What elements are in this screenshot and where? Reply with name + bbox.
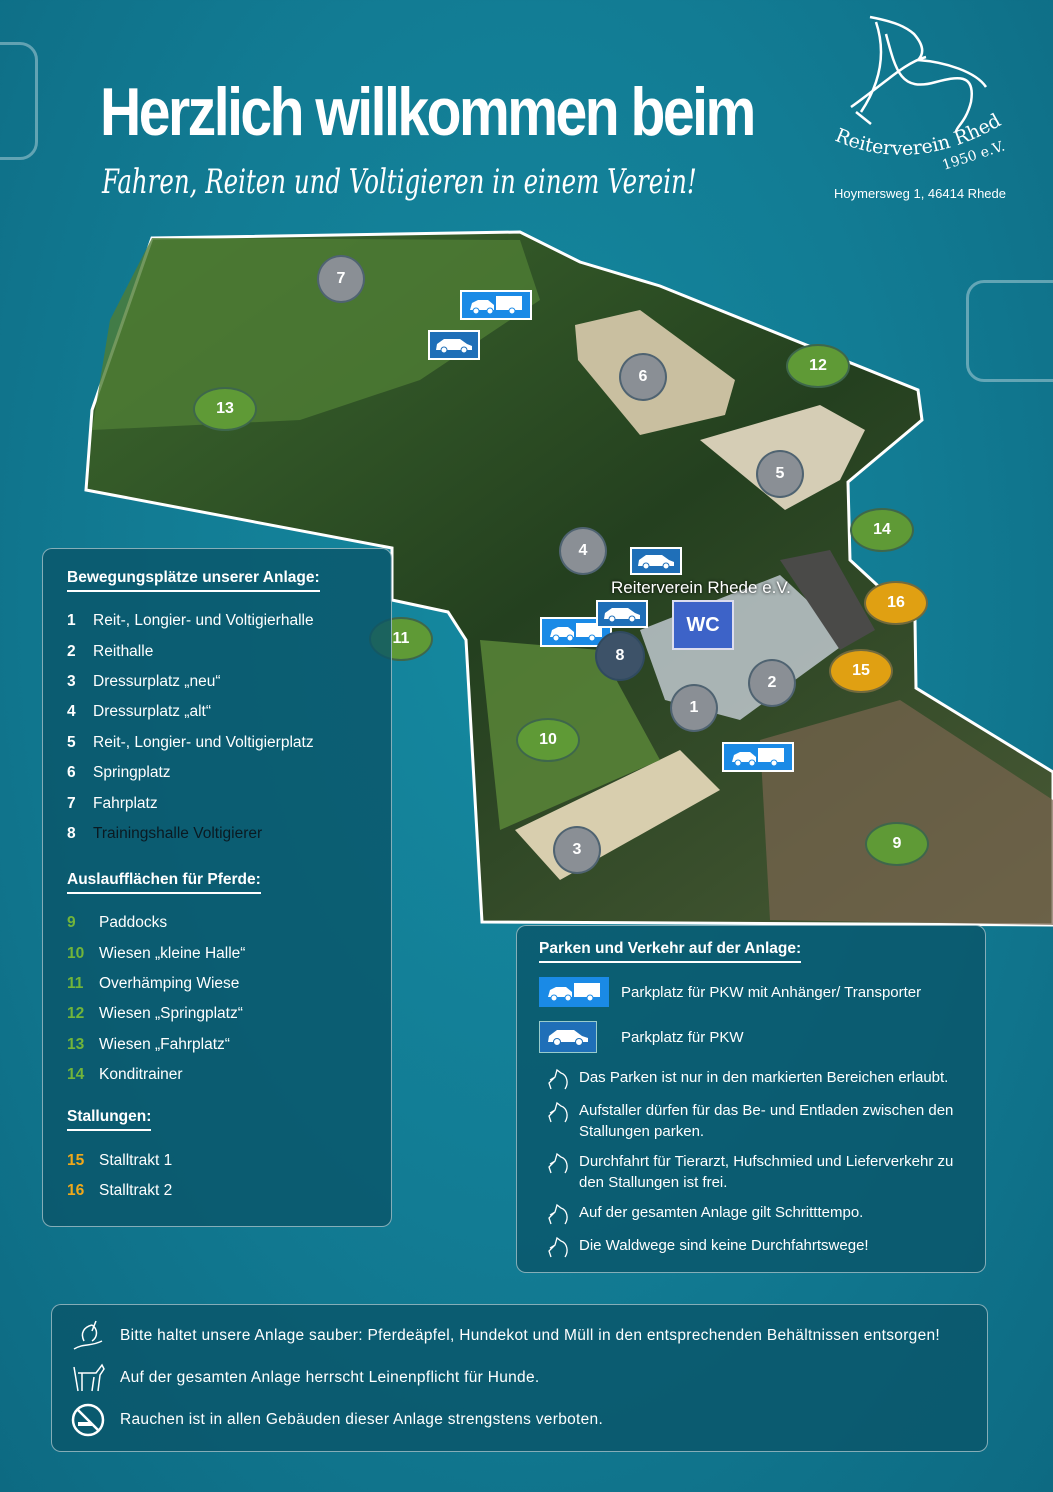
car-trailer-icon: [539, 977, 609, 1007]
parking-rules: Das Parken ist nur in den markierten Ber…: [539, 1067, 963, 1259]
trailer-parking-marker: [722, 742, 794, 772]
rule-item: Das Parken ist nur in den markierten Ber…: [545, 1067, 963, 1091]
notice-item: Auf der gesamten Anlage herrscht Leinenp…: [70, 1357, 969, 1399]
car-icon: [436, 339, 472, 354]
trailer-parking-marker: [460, 290, 532, 320]
club-logo: Reiterverein Rhede 1950 e.V.: [826, 12, 1007, 174]
map-marker-14: 14: [850, 508, 914, 552]
map-marker-15: 15: [829, 649, 893, 693]
car-parking-marker: [596, 600, 648, 628]
club-address: Hoymersweg 1, 46414 Rhede: [834, 186, 1006, 201]
legend-trailer: Parkplatz für PKW mit Anhänger/ Transpor…: [539, 977, 963, 1007]
page-subtitle: Fahren, Reiten und Voltigieren in einem …: [102, 162, 697, 202]
site-label: Reiterverein Rhede e.V.: [611, 578, 791, 597]
map-marker-1: 1: [670, 684, 718, 732]
notices-panel: Bitte haltet unsere Anlage sauber: Pferd…: [51, 1304, 988, 1452]
horse-head-icon: [548, 1068, 568, 1090]
car-icon: [539, 1021, 597, 1053]
map-marker-13: 13: [193, 387, 257, 431]
car-parking-marker: [630, 547, 682, 575]
map-marker-5: 5: [756, 450, 804, 498]
map-marker-16: 16: [864, 581, 928, 625]
parking-panel: Parken und Verkehr auf der Anlage: Parkp…: [516, 925, 986, 1273]
map-marker-2: 2: [748, 659, 796, 707]
horse-head-icon: [548, 1236, 568, 1258]
horse-head-icon: [548, 1203, 568, 1225]
stables-heading: Stallungen:: [67, 1108, 152, 1132]
map-marker-9: 9: [865, 822, 929, 866]
pastures-heading: Auslaufflächen für Pferde:: [67, 871, 261, 895]
map-marker-6: 6: [619, 353, 667, 401]
map-marker-10: 10: [516, 718, 580, 762]
map-marker-12: 12: [786, 344, 850, 388]
horse-head-icon: [548, 1101, 568, 1123]
leaf-icon: [73, 1320, 103, 1350]
car-icon: [638, 555, 674, 570]
car-trailer-icon: [470, 296, 522, 315]
map-marker-7: 7: [317, 255, 365, 303]
notice-item: Bitte haltet unsere Anlage sauber: Pferd…: [70, 1315, 969, 1357]
rule-item: Die Waldwege sind keine Durchfahrtswege!: [545, 1235, 963, 1259]
rule-item: Aufstaller dürfen für das Be- und Entlad…: [545, 1100, 963, 1142]
legend-car: Parkplatz für PKW: [539, 1021, 963, 1053]
decorative-frame: [966, 280, 1053, 382]
map-marker-8: 8: [595, 631, 645, 681]
page-title: Herzlich willkommen beim: [100, 74, 756, 150]
notice-item: Rauchen ist in allen Gebäuden dieser Anl…: [70, 1399, 969, 1441]
facilities-heading: Bewegungsplätze unserer Anlage:: [67, 569, 320, 592]
car-trailer-icon: [732, 748, 784, 767]
car-parking-marker: [428, 330, 480, 360]
map-marker-4: 4: [559, 527, 607, 575]
wc-marker: WC: [672, 600, 734, 650]
rule-item: Auf der gesamten Anlage gilt Schritttemp…: [545, 1202, 963, 1226]
car-icon: [604, 608, 640, 623]
car-trailer-icon: [550, 623, 602, 642]
parking-heading: Parken und Verkehr auf der Anlage:: [539, 940, 802, 963]
map-marker-3: 3: [553, 826, 601, 874]
horse-icon: [73, 1363, 105, 1392]
rule-item: Durchfahrt für Tierarzt, Hufschmied und …: [545, 1151, 963, 1193]
decorative-frame: [0, 42, 38, 160]
no-smoking-icon: [71, 1403, 105, 1437]
horse-head-icon: [548, 1152, 568, 1174]
